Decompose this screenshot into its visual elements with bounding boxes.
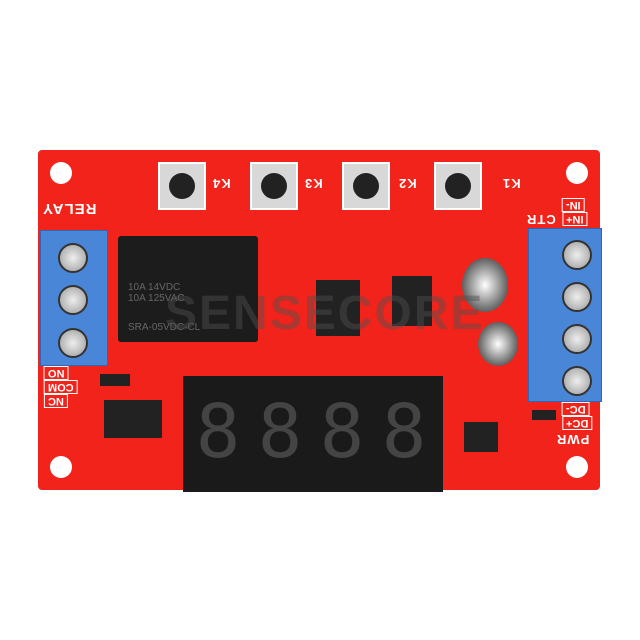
mount-hole [50, 162, 72, 184]
display-digit: 8 [381, 389, 427, 475]
ic-chip [316, 280, 360, 336]
mount-hole [566, 162, 588, 184]
relay-text: SRA-05VDC-CL [128, 322, 201, 333]
button-label: K4 [212, 176, 231, 191]
screw-terminal[interactable] [58, 243, 88, 273]
screw-terminal[interactable] [58, 328, 88, 358]
display-digit: 8 [257, 389, 303, 475]
in-minus-label: IN- [562, 198, 585, 212]
watermark: SENSECORE [165, 287, 485, 340]
in-plus-label: IN+ [562, 212, 588, 226]
display-digit: 8 [195, 389, 241, 475]
screw-terminal[interactable] [562, 282, 592, 312]
screw-terminal[interactable] [58, 285, 88, 315]
pwr-label: PWR [556, 432, 590, 447]
button-k3[interactable] [250, 162, 298, 210]
button-k2[interactable] [342, 162, 390, 210]
relay-text: 10A 14VDC [128, 282, 181, 293]
dc-plus-label: DC+ [562, 416, 593, 430]
optocoupler [392, 276, 432, 326]
screw-terminal[interactable] [562, 366, 592, 396]
button-label: K2 [398, 176, 417, 191]
mount-hole [50, 456, 72, 478]
capacitor [462, 258, 508, 312]
mount-hole [566, 456, 588, 478]
capacitor [478, 322, 518, 366]
display-digit: 8 [319, 389, 365, 475]
dc-minus-label: DC- [562, 402, 590, 416]
button-k1[interactable] [434, 162, 482, 210]
no-label: NO [44, 366, 69, 380]
regulator [464, 422, 498, 452]
com-label: COM [44, 380, 78, 394]
button-k4[interactable] [158, 162, 206, 210]
screw-terminal[interactable] [562, 240, 592, 270]
optocoupler [104, 400, 162, 438]
relay: 10A 14VDC 10A 125VAC SRA-05VDC-CL [118, 236, 258, 342]
nc-label: NC [44, 394, 68, 408]
relay-label: RELAY [42, 200, 97, 217]
ctr-label: CTR [526, 212, 556, 227]
screw-terminal[interactable] [562, 324, 592, 354]
seven-segment-display: 8 8 8 8 [183, 376, 443, 492]
diode [100, 374, 130, 386]
diode [532, 410, 556, 420]
button-label: K1 [502, 176, 521, 191]
button-label: K3 [304, 176, 323, 191]
relay-text: 10A 125VAC [128, 293, 185, 304]
